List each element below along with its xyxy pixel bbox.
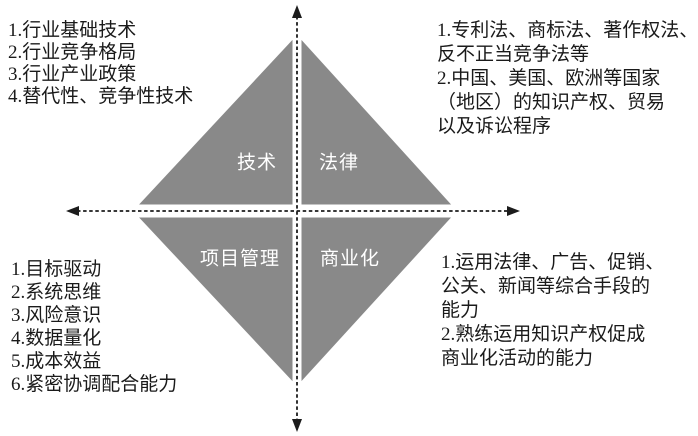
note-line: 2.中国、美国、欧洲等国家 [437,68,661,89]
notes-technology: 1.行业基础技术 2.行业竞争格局 3.行业产业政策 4.替代性、竞争性技术 [8,20,193,108]
down-arrowhead-icon [292,419,302,432]
notes-project-management: 1.目标驱动 2.系统思维 3.风险意识 4.数据量化 5.成本效益 6.紧密协… [11,258,177,396]
notes-commercialization: 1.运用法律、广告、促销、 公关、新闻等综合手段的 能力 2.熟练运用知识产权促… [441,251,664,371]
note-line: 3.风险意识 [11,305,102,326]
note-line: 公关、新闻等综合手段的 [441,276,651,297]
note-line: 1.目标驱动 [11,259,102,280]
left-arrowhead-icon [66,206,79,216]
note-line: 6.紧密协调配合能力 [11,374,178,395]
note-line: 商业化活动的能力 [441,348,594,369]
notes-law: 1.专利法、商标法、著作权法、 反不正当竞争法等 2.中国、美国、欧洲等国家 （… [437,19,698,139]
horizontal-divider-gap [123,204,467,218]
quadrant-label-commercialization: 商业化 [319,248,381,270]
note-line: 2.熟练运用知识产权促成 [441,324,646,345]
note-line: 1.运用法律、广告、促销、 [441,252,665,273]
note-line: 2.行业竞争格局 [8,42,137,63]
note-line: 4.替代性、竞争性技术 [8,86,194,107]
note-line: 5.成本效益 [11,351,102,372]
quadrant-label-project-management: 项目管理 [199,248,281,270]
note-line: 2.系统思维 [11,282,102,303]
note-line: 反不正当竞争法等 [437,44,590,65]
note-line: 4.数据量化 [11,328,102,349]
note-line: 能力 [441,300,480,321]
note-line: 3.行业产业政策 [8,64,137,85]
quadrant-label-technology: 技术 [236,152,278,174]
note-line: 1.专利法、商标法、著作权法、 [437,20,698,41]
right-arrowhead-icon [507,206,520,216]
note-line: （地区）的知识产权、贸易 [437,92,666,113]
note-line: 1.行业基础技术 [8,20,137,41]
up-arrowhead-icon [292,5,302,18]
note-line: 以及诉讼程序 [437,116,552,137]
quadrant-label-law: 法律 [318,152,360,174]
